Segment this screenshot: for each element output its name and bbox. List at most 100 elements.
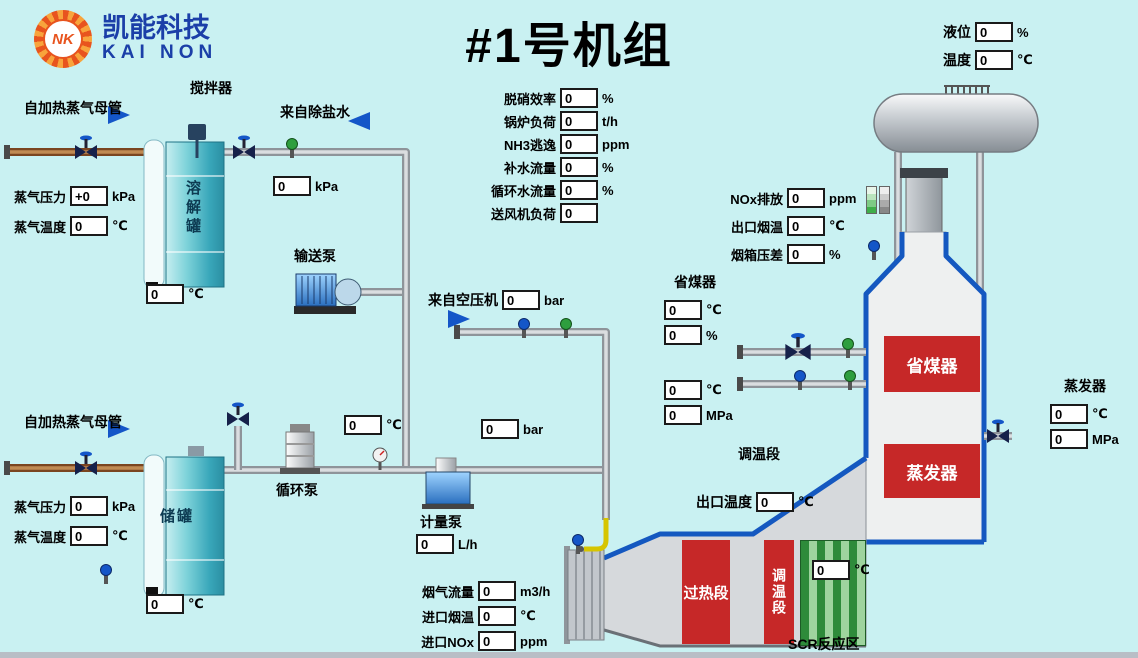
inlet-flue-temp-field: 进口烟温 0 ℃ — [416, 606, 536, 626]
fan-load-input[interactable]: 0 — [560, 203, 598, 223]
flow-arrow-icon — [108, 106, 130, 124]
field-unit: ℃ — [188, 596, 204, 611]
field-unit: bar — [544, 292, 565, 308]
tank2-temp-input[interactable]: 0 — [146, 594, 184, 614]
loop-press-field: 0 bar — [481, 419, 543, 439]
field-unit: % — [602, 182, 614, 198]
denox-eff-input[interactable]: 0 — [560, 88, 598, 108]
steam-main-bottom-label: 自加热蒸气母管 — [24, 414, 122, 430]
field-unit: % — [602, 159, 614, 175]
field-label: 锅炉负荷 — [503, 114, 556, 130]
inlet-nox-input[interactable]: 0 — [478, 631, 516, 651]
evap-temp-input[interactable]: 0 — [1050, 404, 1088, 424]
solution-tank — [143, 124, 225, 292]
eco-pct-field: 0 % — [664, 325, 718, 345]
nh3-slip-input[interactable]: 0 — [560, 134, 598, 154]
field-unit: MPa — [1092, 431, 1119, 447]
drum-level-input[interactable]: 0 — [975, 22, 1013, 42]
field-unit: ℃ — [188, 286, 204, 301]
nox-level-indicator — [866, 186, 877, 214]
loop-temp-input[interactable]: 0 — [344, 415, 382, 435]
duct-temp-input[interactable]: 0 — [812, 560, 850, 580]
flue-out-temp-input[interactable]: 0 — [787, 216, 825, 236]
steam-main-top-label: 自加热蒸气母管 — [24, 100, 122, 116]
drum-temp-field: 温度 0 ℃ — [943, 50, 1033, 70]
duct-tempering-label: 调温段 — [771, 568, 787, 616]
gauge-segment — [867, 206, 876, 213]
field-unit: kPa — [315, 178, 339, 194]
field-unit: MPa — [706, 407, 733, 423]
inlet-flue-temp-input[interactable]: 0 — [478, 606, 516, 626]
field-unit: ℃ — [706, 382, 722, 397]
nh3-slip-field: NH3逃逸 0 ppm — [484, 134, 629, 154]
field-unit: bar — [523, 421, 544, 437]
desalt-water-label: 来自除盐水 — [280, 104, 350, 120]
sensor-icon — [868, 240, 880, 261]
flow-arrow-icon — [348, 112, 370, 130]
boiler-load-field: 锅炉负荷 0 t/h — [484, 111, 618, 131]
circ-water-flow-input[interactable]: 0 — [560, 180, 598, 200]
tank1-temp-input[interactable]: 0 — [146, 284, 184, 304]
field-label: 送风机负荷 — [490, 206, 556, 222]
steam-temp-1-input[interactable]: 0 — [70, 216, 108, 236]
field-label: 烟气流量 — [421, 584, 474, 600]
smokebox-dp-input[interactable]: 0 — [787, 244, 825, 264]
field-unit: m3/h — [520, 583, 551, 599]
field-unit: L/h — [458, 536, 478, 552]
drum-level-field: 液位 0 % — [943, 22, 1029, 42]
duct-superheater-label: 过热段 — [683, 584, 729, 602]
tank2-temp-field: 0 ℃ — [146, 594, 204, 614]
field-label: 脱硝效率 — [503, 91, 556, 107]
outlet-temp2-input[interactable]: 0 — [756, 492, 794, 512]
gauge-segment — [880, 193, 889, 200]
field-unit: ℃ — [1017, 52, 1033, 67]
nox-emission-input[interactable]: 0 — [787, 188, 825, 208]
outlet-temp2-field: 出口温度 0 ℃ — [696, 492, 814, 512]
field-unit: ppm — [602, 136, 630, 152]
solution-tank-label: 溶解罐 — [184, 180, 201, 237]
aux-level-indicator — [879, 186, 890, 214]
field-label: 进口NOx — [421, 634, 474, 650]
boiler-load-input[interactable]: 0 — [560, 111, 598, 131]
transfer-pump-icon — [294, 273, 362, 314]
makeup-flow-input[interactable]: 0 — [560, 157, 598, 177]
steam-temp-2-input[interactable]: 0 — [70, 526, 108, 546]
gauge-segment — [880, 200, 889, 207]
eco-pct-input[interactable]: 0 — [664, 325, 702, 345]
air-comp-input[interactable]: 0 — [502, 290, 540, 310]
field-unit: ℃ — [112, 528, 128, 543]
evap-press-input[interactable]: 0 — [1050, 429, 1088, 449]
drum-temp-input[interactable]: 0 — [975, 50, 1013, 70]
agitator-motor-icon — [188, 124, 206, 140]
makeup-flow-field: 补水流量 0 % — [484, 157, 614, 177]
inlet-nox-field: 进口NOx 0 ppm — [416, 631, 547, 651]
flue-flow-input[interactable]: 0 — [478, 581, 516, 601]
field-label: NOx排放 — [730, 191, 783, 207]
stack-chimney — [900, 168, 948, 237]
tower-economizer-section: 省煤器 — [884, 336, 980, 392]
mid-temp-input[interactable]: 0 — [664, 380, 702, 400]
desalt-pressure-input[interactable]: 0 — [273, 176, 311, 196]
duct-tempering-section: 调温段 — [764, 540, 794, 644]
scr-zone-label: SCR反应区 — [788, 636, 860, 652]
field-unit: ℃ — [798, 494, 814, 509]
scr-catalyst-section — [800, 540, 866, 646]
evaporator-group-label: 蒸发器 — [1064, 378, 1106, 394]
field-label: 液位 — [943, 24, 971, 40]
field-label: 出口温度 — [696, 494, 752, 510]
loop-press-input[interactable]: 0 — [481, 419, 519, 439]
field-label: NH3逃逸 — [503, 137, 556, 153]
window-edge — [0, 652, 1138, 658]
field-unit: t/h — [602, 113, 618, 129]
field-label: 蒸气温度 — [13, 219, 66, 235]
steam-pressure-1-input[interactable]: +0 — [70, 186, 108, 206]
meter-flow-input[interactable]: 0 — [416, 534, 454, 554]
steam-pressure-2-input[interactable]: 0 — [70, 496, 108, 516]
tower-economizer-label: 省煤器 — [906, 356, 958, 376]
gauge-segment — [867, 200, 876, 207]
evap-press-field: 0 MPa — [1050, 429, 1119, 449]
steam-pressure-2-field: 蒸气压力 0 kPa — [6, 496, 135, 516]
flue-out-temp-field: 出口烟温 0 ℃ — [725, 216, 845, 236]
eco-temp-input[interactable]: 0 — [664, 300, 702, 320]
mid-press-input[interactable]: 0 — [664, 405, 702, 425]
